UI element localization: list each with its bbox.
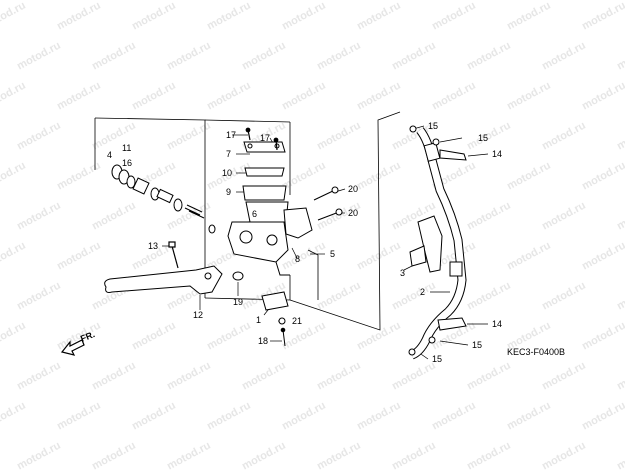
callout-15c: 15	[472, 340, 482, 350]
callout-16: 16	[122, 158, 132, 168]
callout-11: 11	[122, 143, 131, 153]
callout-17b: 17	[260, 133, 270, 143]
screws-17	[245, 127, 279, 151]
diagram-code: KEC3-F0400B	[507, 347, 565, 357]
group-outlines	[94, 111, 401, 331]
callout-21: 21	[292, 316, 302, 326]
callout-2: 2	[420, 287, 425, 297]
callout-17a: 17	[226, 130, 236, 140]
brake-hose	[408, 125, 467, 360]
callout-3: 3	[400, 268, 405, 278]
callout-8: 8	[295, 254, 300, 264]
callout-7: 7	[226, 149, 231, 159]
callout-4: 4	[107, 150, 112, 160]
master-cylinder-body	[227, 141, 313, 276]
callout-labels: 17 17 11 4 16 7 10 9 6 20 20 13 8 5 19 1…	[107, 121, 502, 364]
callout-20a: 20	[348, 184, 358, 194]
callout-18: 18	[258, 336, 268, 346]
callout-15d: 15	[432, 354, 442, 364]
callout-14b: 14	[492, 319, 502, 329]
callout-20b: 20	[348, 208, 358, 218]
callout-15b: 15	[478, 133, 488, 143]
front-direction-label: FR.	[79, 329, 96, 344]
piston-assembly	[111, 164, 216, 234]
bolt-13	[168, 241, 179, 269]
callout-6: 6	[252, 209, 257, 219]
callout-10: 10	[222, 168, 232, 178]
front-arrow-icon	[60, 339, 85, 356]
bolts-20	[313, 186, 343, 221]
callout-9: 9	[226, 187, 231, 197]
callout-1: 1	[256, 315, 261, 325]
brake-lever	[104, 265, 223, 295]
switch-parts	[232, 271, 289, 347]
callout-15a: 15	[428, 121, 438, 131]
callout-5: 5	[330, 249, 335, 259]
callout-12: 12	[193, 310, 203, 320]
banjo-bolts-14	[428, 138, 467, 344]
callout-19: 19	[233, 297, 243, 307]
front-direction-indicator: FR.	[60, 329, 96, 356]
callout-14a: 14	[492, 149, 502, 159]
hose-clamp	[409, 215, 443, 273]
callout-13: 13	[148, 241, 158, 251]
